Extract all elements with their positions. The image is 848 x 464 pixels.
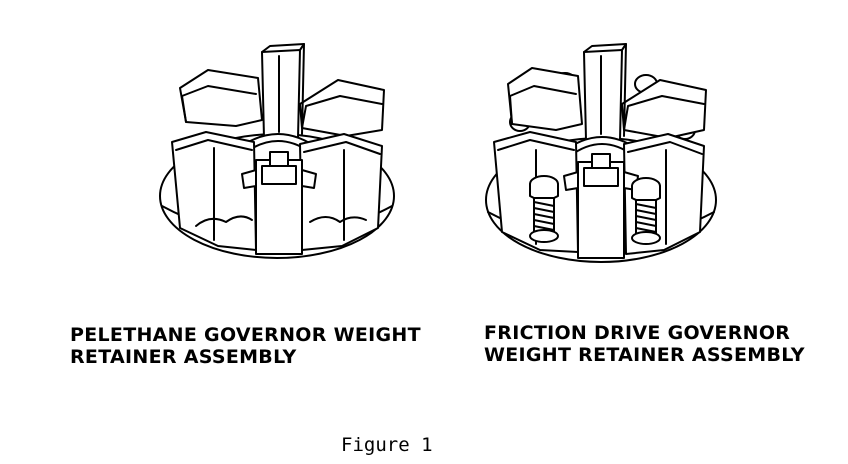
friction-drive-caption-line-2: WEIGHT RETAINER ASSEMBLY [484, 344, 805, 366]
left-spring-pin [529, 175, 559, 243]
left-fin-rear-right [299, 79, 385, 137]
right-fin-rear-right [621, 79, 707, 139]
friction-drive-caption-line-1: FRICTION DRIVE GOVERNOR [484, 322, 791, 344]
left-front-post [241, 151, 317, 255]
pelethane-retainer-drawing [159, 43, 395, 259]
pelethane-caption-line-2: RETAINER ASSEMBLY [70, 346, 297, 368]
left-fin-front-right [299, 133, 383, 251]
pelethane-caption-line-1: PELETHANE GOVERNOR WEIGHT [70, 324, 421, 346]
figure-label: Figure 1 [341, 434, 433, 456]
right-fin-rear-left [507, 67, 583, 131]
right-center-shaft [583, 43, 627, 141]
left-center-shaft [261, 43, 305, 139]
left-fin-front-left [171, 131, 257, 251]
friction-drive-retainer-drawing [485, 43, 717, 263]
friction-drive-caption: FRICTION DRIVE GOVERNOR WEIGHT RETAINER … [484, 322, 805, 366]
pelethane-caption: PELETHANE GOVERNOR WEIGHT RETAINER ASSEM… [70, 324, 421, 368]
right-spring-pin [631, 177, 661, 245]
left-fin-rear-left [179, 69, 263, 127]
